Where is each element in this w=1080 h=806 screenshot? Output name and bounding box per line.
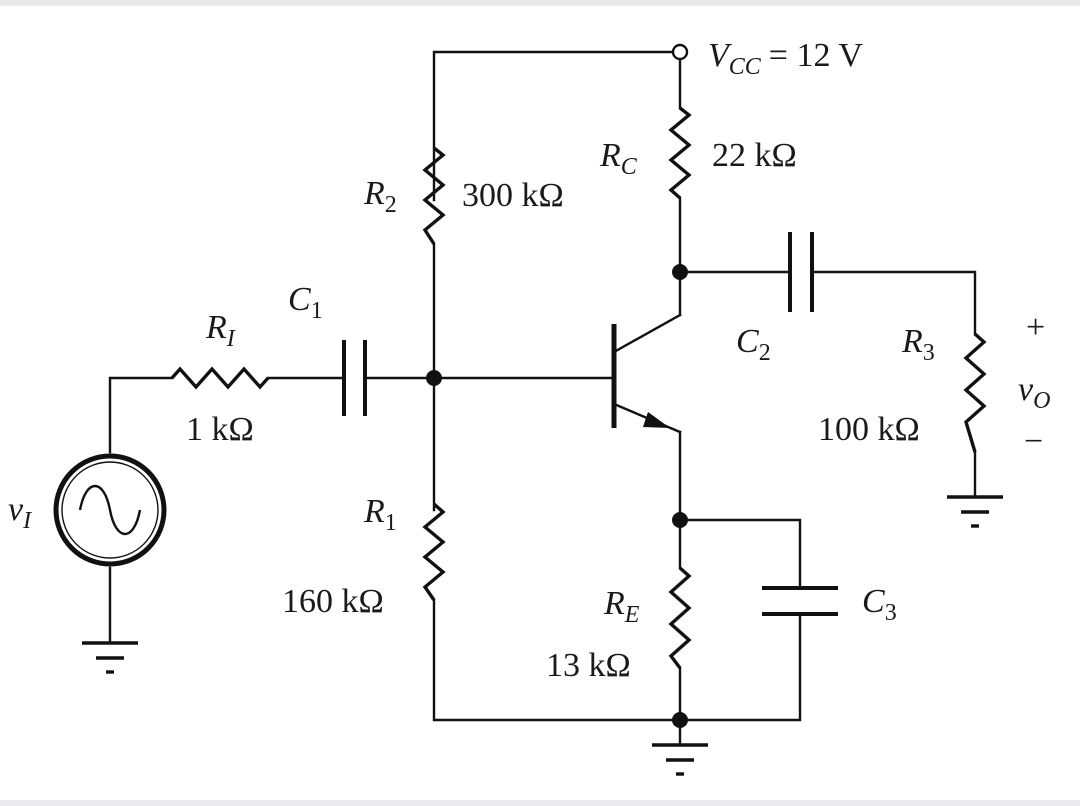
resistor-r3 xyxy=(963,332,987,453)
c2-name-label: C2 xyxy=(736,323,771,366)
c1-name-label: C1 xyxy=(288,281,323,324)
ac-source xyxy=(53,453,167,567)
capacitor-c3 xyxy=(762,586,838,616)
node-base xyxy=(426,370,442,386)
r3-value-label: 100 kΩ xyxy=(818,411,920,448)
emitter-arrow xyxy=(643,412,670,428)
ri-value-label: 1 kΩ xyxy=(186,411,254,448)
vcc-label: VCC= 12 V xyxy=(708,37,863,80)
resistor-ri xyxy=(170,366,270,390)
npn-transistor xyxy=(611,313,682,434)
vcc-terminal xyxy=(671,43,689,61)
resistor-re xyxy=(668,566,692,670)
ground-symbol-load xyxy=(947,495,1003,528)
r1-value-label: 160 kΩ xyxy=(282,583,384,620)
c3-name-label: C3 xyxy=(862,583,897,626)
node-ground xyxy=(672,712,688,728)
capacitor-c2 xyxy=(788,232,814,312)
ground-symbol-main xyxy=(652,743,708,776)
rc-name-label: RC xyxy=(599,137,638,180)
capacitor-c1 xyxy=(342,340,367,416)
sine-wave-icon xyxy=(78,484,142,536)
vo-name-label: vO xyxy=(1018,371,1050,414)
wires xyxy=(108,50,977,746)
vo-plus-label: + xyxy=(1026,309,1045,346)
vi-name-label: vI xyxy=(8,491,32,534)
resistor-r2 xyxy=(422,146,446,245)
vo-minus-label: − xyxy=(1024,423,1043,460)
r2-value-label: 300 kΩ xyxy=(462,177,564,214)
r1-name-label: R1 xyxy=(363,493,397,536)
resistor-rc xyxy=(668,106,692,200)
r2-name-label: R2 xyxy=(363,175,397,218)
re-name-label: RE xyxy=(603,585,640,628)
re-value-label: 13 kΩ xyxy=(546,647,631,684)
bottom-border xyxy=(0,800,1080,806)
top-border xyxy=(0,0,1080,6)
ri-name-label: RI xyxy=(205,309,236,352)
node-emitter xyxy=(672,512,688,528)
node-collector xyxy=(672,264,688,280)
rc-value-label: 22 kΩ xyxy=(712,137,797,174)
ground-symbol-source xyxy=(82,641,138,674)
r3-name-label: R3 xyxy=(901,323,935,366)
resistor-r1 xyxy=(422,502,446,601)
